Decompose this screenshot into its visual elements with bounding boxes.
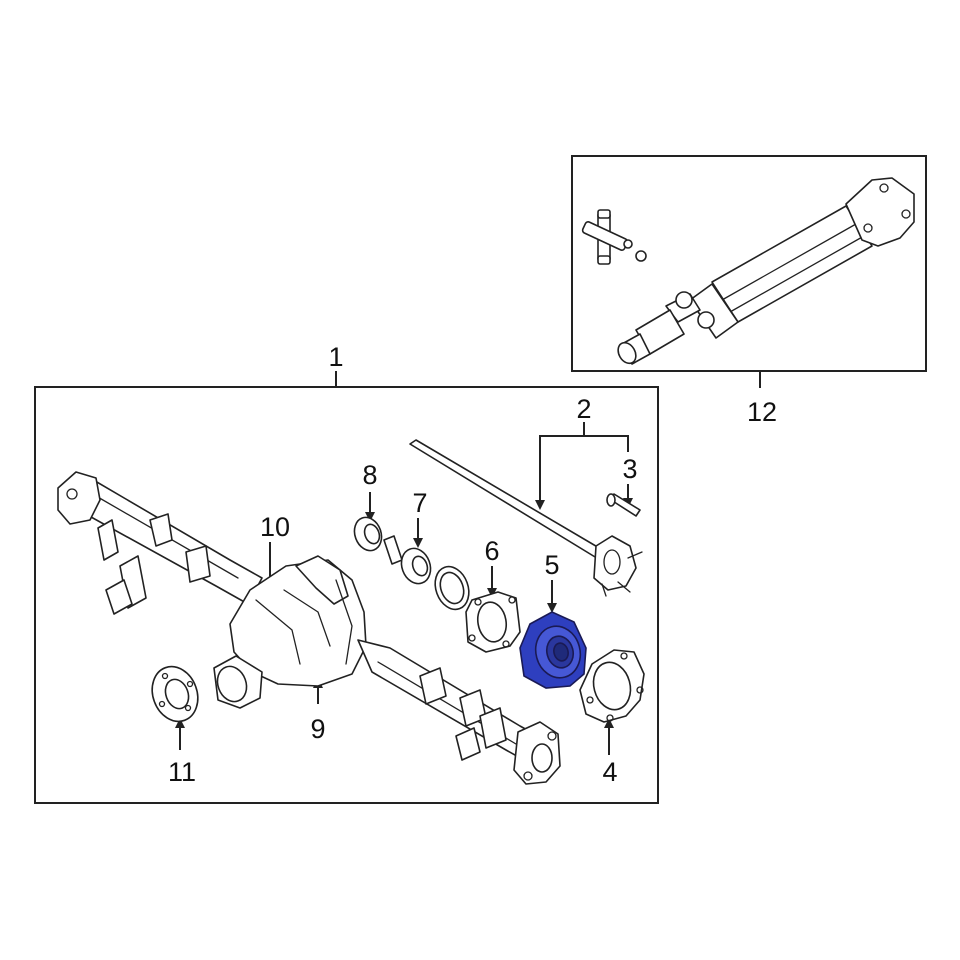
callout-9: 9 [310,714,325,744]
drive-shaft-illustration [581,177,915,365]
retainer-plate-illustration [465,591,521,653]
axle-shaft-illustration [409,439,643,597]
callout-8: 8 [362,460,377,490]
snap-ring [635,250,647,262]
bearing-8-illustration [353,516,403,565]
callout-4: 4 [602,757,617,787]
axle-assembly-frame [34,386,659,804]
bearing-7-illustration [400,547,470,611]
callout-1: 1 [328,342,343,372]
callout-11: 11 [168,757,196,787]
drive-shaft-frame [571,155,927,372]
callout-2: 2 [576,394,591,424]
callout-6: 6 [484,536,499,566]
backing-plate-illustration [579,649,645,723]
hub-bearing-highlighted [519,611,587,689]
wheel-stud-illustration [606,493,641,517]
pinion-seal-illustration [151,665,199,723]
u-joint-cross [581,209,633,265]
callout-12: 12 [747,397,777,427]
callout-7: 7 [412,488,427,518]
callout-labels: 1 2 3 4 5 6 7 8 9 10 11 12 [168,342,777,787]
callout-5: 5 [544,550,559,580]
callout-10: 10 [260,512,290,542]
axle-housing-illustration [57,471,561,785]
callout-3: 3 [622,454,637,484]
